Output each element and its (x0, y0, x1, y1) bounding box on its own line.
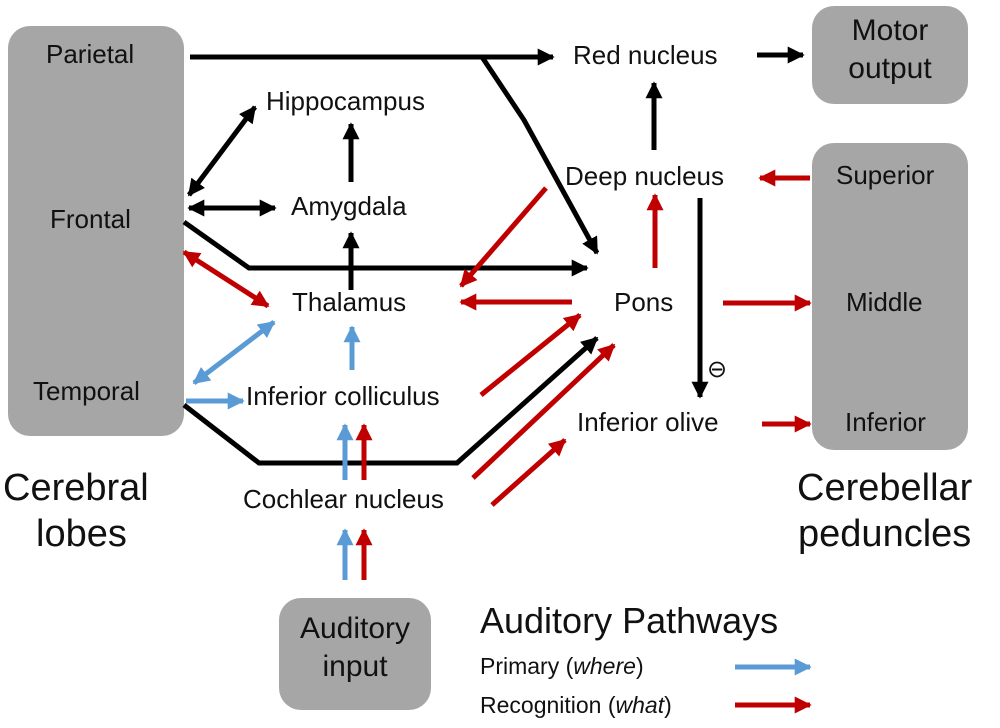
legend-primary-label: Primary (where) (480, 653, 644, 679)
deep-nucleus-label: Deep nucleus (565, 161, 724, 191)
cochlear-nucleus-label: Cochlear nucleus (243, 484, 444, 514)
inferior-colliculus-to-pons-arrow (479, 313, 582, 397)
temporal-thalamus-arrow (192, 320, 276, 385)
cochlear-nucleus-to-inferior-olive-arrow (490, 438, 567, 507)
cerebral-lobes-box (8, 26, 184, 436)
temporal-label: Temporal (33, 376, 140, 406)
superior-label: Superior (836, 160, 935, 190)
amygdala-label: Amygdala (291, 191, 407, 221)
cochlear-nucleus-to-pons-arrow-1 (471, 343, 616, 480)
parietal-to-pons-arrow (479, 55, 600, 255)
auditory-input-box (279, 598, 431, 710)
legend-recognition-label: Recognition (what) (480, 692, 672, 718)
auditory-input-label: Auditory input (299, 612, 411, 683)
temporal-to-pons-arrow (182, 336, 599, 466)
cerebellar-peduncles-box (812, 143, 968, 450)
frontal-to-pons-arrow (182, 219, 589, 277)
thalamus-label: Thalamus (292, 287, 407, 317)
pons-label: Pons (614, 287, 674, 317)
inferior-colliculus-label: Inferior colliculus (246, 381, 440, 411)
frontal-hippocampus-arrow (187, 105, 257, 197)
middle-label: Middle (846, 287, 923, 317)
red-nucleus-label: Red nucleus (573, 40, 718, 70)
legend-title: Auditory Pathways (480, 600, 779, 641)
cerebellar-peduncles-caption: Cerebellar peduncles (797, 467, 973, 556)
frontal-label: Frontal (50, 204, 131, 234)
deep-nucleus-to-thalamus-arrow (459, 186, 548, 288)
inferior-olive-label: Inferior olive (577, 407, 719, 437)
inferior-label: Inferior (845, 407, 926, 437)
frontal-thalamus-arrow (182, 249, 270, 309)
cerebral-lobes-caption: Cerebral lobes (3, 467, 149, 556)
motor-output-label: Motor output (848, 14, 932, 85)
motor-output-box (812, 6, 968, 104)
inhibition-sign-icon: ⊖ (707, 355, 728, 383)
parietal-label: Parietal (46, 39, 135, 69)
hippocampus-label: Hippocampus (266, 86, 425, 116)
